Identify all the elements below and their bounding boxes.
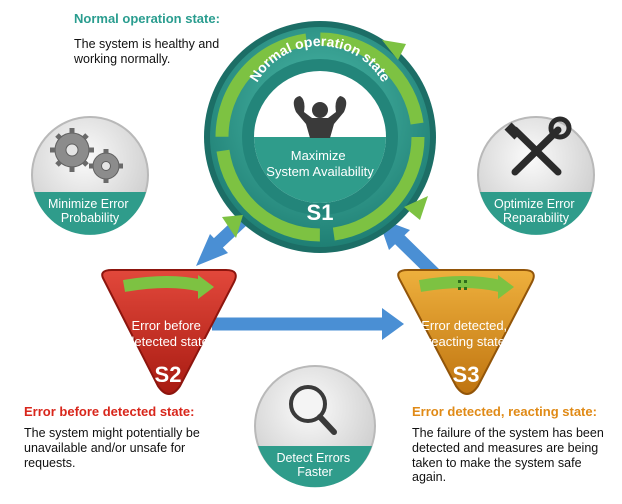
state-s1: Normal operation state Maximize System A… <box>204 21 436 253</box>
s1-center-label-2: System Availability <box>266 164 374 179</box>
s3-desc-text: The failure of the system has been detec… <box>412 426 604 485</box>
svg-text:Optimize Error Reparabil: Optimize Error Reparability <box>494 197 578 225</box>
s1-center-label-1: Maximize <box>291 148 346 163</box>
s2-desc-title: Error before detected state: <box>24 404 195 419</box>
state-s3: Error detected, reacting state S3 <box>397 269 535 395</box>
minimize-label-1: Minimize Error <box>48 197 129 211</box>
detect-label-1: Detect Errors <box>276 451 350 465</box>
minimize-label-2: Probability <box>61 211 120 225</box>
transition-s2-to-s3 <box>212 308 404 340</box>
magnifier-icon <box>289 385 337 435</box>
detect-label-2: Faster <box>297 465 332 479</box>
svg-text:Maximize System Availabi: Maximize System Availability <box>266 148 374 179</box>
s3-center-label-2: reacting state <box>427 334 505 349</box>
svg-text:Detect Errors Faster: Detect Errors Faster <box>276 451 353 479</box>
tools-icon <box>504 116 572 176</box>
s3-desc-title: Error detected, reacting state: <box>412 404 597 419</box>
s1-desc-text: The system is healthy and working normal… <box>74 37 220 66</box>
s2-center-label-1: Error before <box>132 318 201 333</box>
s1-badge: S1 <box>307 200 334 225</box>
optimize-label-2: Reparability <box>503 211 570 225</box>
gears-icon <box>50 128 123 183</box>
optimize-error-bubble: Optimize Error Reparability <box>477 116 595 235</box>
s2-center-label-2: detected state <box>127 334 209 349</box>
s3-center-label-1: Error detected, <box>421 318 507 333</box>
svg-text:Error detected, reacting: Error detected, reacting state <box>421 318 511 349</box>
detect-errors-bubble: Detect Errors Faster <box>254 365 376 488</box>
strongman-icon <box>293 96 347 138</box>
s1-desc-title: Normal operation state: <box>74 11 220 26</box>
svg-text:Minimize Error Probabili: Minimize Error Probability <box>48 197 132 225</box>
pause-marks-icon <box>458 280 467 290</box>
s3-badge: S3 <box>453 362 480 387</box>
svg-text:Error before detected st: Error before detected state <box>127 318 209 349</box>
state-s2: Error before detected state S2 <box>101 269 237 395</box>
optimize-label-1: Optimize Error <box>494 197 575 211</box>
s2-badge: S2 <box>155 362 182 387</box>
minimize-error-bubble: Minimize Error Probability <box>31 116 149 235</box>
s2-desc-text: The system might potentially be unavaila… <box>24 426 200 470</box>
